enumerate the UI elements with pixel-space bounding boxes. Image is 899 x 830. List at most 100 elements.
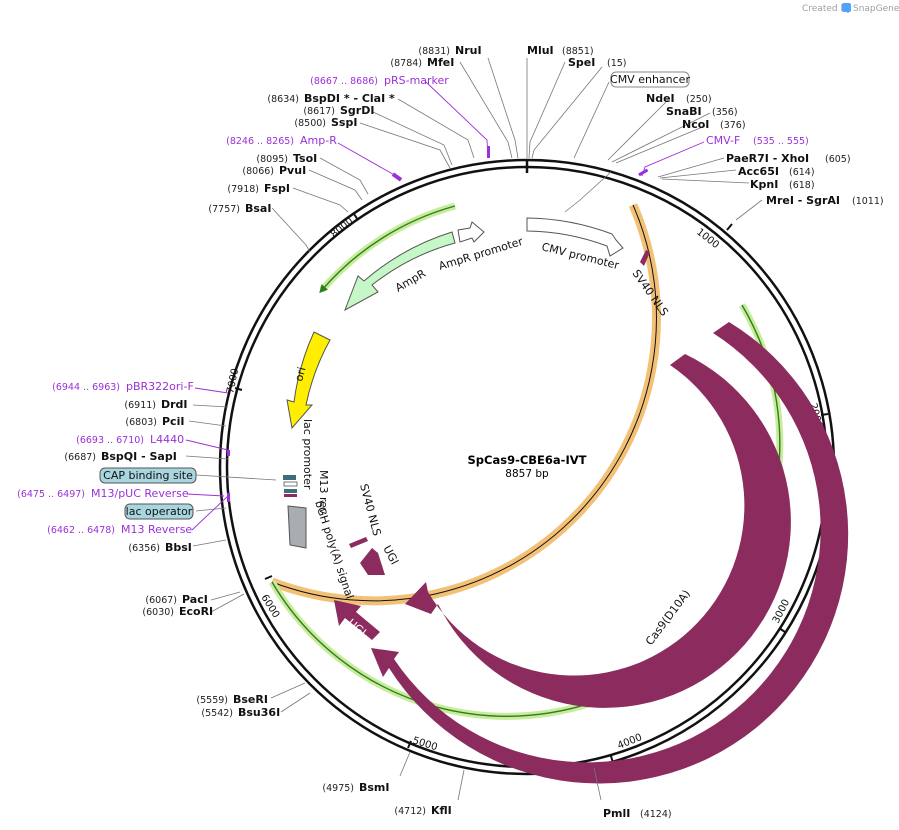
cap-binding-site-label: CAP binding site: [103, 469, 193, 482]
enzyme-tsoi: TsoI: [293, 152, 317, 165]
enzyme-beri-pos: (5559): [196, 695, 228, 706]
enzyme-kfli: KflI: [431, 804, 452, 817]
tick-mark-7000: [234, 387, 243, 391]
enzyme-bbsi-pos: (6356): [128, 543, 160, 554]
primer-m13rev-pos: (6462 .. 6478): [47, 525, 115, 536]
enzyme-pcii: PciI: [162, 415, 184, 428]
tick-5000: 5000: [411, 735, 439, 753]
cap-site-mark[interactable]: [283, 475, 296, 480]
enzyme-ncoi-pos: (376): [720, 120, 746, 131]
boxed-features: CMV enhancer CAP binding site lac operat…: [99, 71, 690, 520]
cmv-promoter-feature[interactable]: CMV promoter: [526, 217, 624, 272]
enzyme-bsu36i-pos: (5542): [201, 708, 233, 719]
enzyme-xhoi-pos: (605): [825, 154, 851, 165]
enzyme-mlui-pos: (8851): [562, 46, 594, 57]
m13-rev-mark[interactable]: [284, 494, 297, 497]
snapgene-credit: Created by SnapGene: [802, 3, 899, 14]
lac-operator-box[interactable]: [124, 503, 194, 520]
enzyme-pcii-pos: (6803): [125, 417, 157, 428]
inner-features: SV40 NLS UGI: [349, 482, 401, 575]
enzyme-bsai: BsaI: [245, 202, 271, 215]
enzyme-sgrai-pos: (1011): [852, 196, 884, 207]
cap-binding-site-box[interactable]: [99, 467, 197, 484]
enzyme-sgrdi-pos: (8617): [303, 106, 335, 117]
enzyme-pvui: PvuI: [279, 164, 306, 177]
tick-mark-8000: [353, 213, 359, 221]
enzyme-drdi: DrdI: [161, 398, 188, 411]
bgh-label: bGH poly(A) signal: [312, 499, 356, 601]
primer-cmv-f-pos: (535 .. 555): [753, 136, 809, 147]
enzyme-pvui-pos: (8066): [242, 166, 274, 177]
enzyme-ndei: NdeI: [646, 92, 675, 105]
lac-operator-label: lac operator: [126, 505, 193, 518]
enzyme-ecori: EcoRI: [179, 605, 213, 618]
enzyme-sgrdi: SgrDI: [340, 104, 374, 117]
tick-8000: 8000: [329, 216, 356, 241]
enzyme-mfei-pos: (8784): [390, 58, 422, 69]
enzyme-bbsi: BbsI: [165, 541, 192, 554]
primer-prs-marker: pRS-marker: [384, 74, 449, 87]
enzyme-pmli: PmlI: [603, 807, 630, 820]
cmv-enhancer-label: CMV enhancer: [610, 73, 690, 86]
enzyme-ncoi: NcoI: [682, 118, 709, 131]
m13-rev-label: M13 rev: [317, 470, 330, 515]
enzyme-paci-pos: (6067): [145, 595, 177, 606]
tick-mark-3000: [778, 627, 786, 633]
enzyme-bsu36i: Bsu36I: [238, 706, 280, 719]
enzyme-ndei-pos: (250): [686, 94, 712, 105]
primer-labels: (8667 .. 8686) pRS-marker (8246 .. 8265)…: [17, 74, 809, 536]
primer-pbr322ori-f: pBR322ori-F: [126, 380, 194, 393]
primer-leaders: [185, 81, 705, 531]
ugi-inner-label: UGI: [380, 543, 401, 567]
ori-feature[interactable]: ori: [286, 331, 331, 430]
plasmid-name: SpCas9-CBE6a-IVT: [468, 453, 587, 467]
orf-outer-line: [271, 204, 657, 602]
enzyme-tsoi-pos: (8095): [256, 154, 288, 165]
primer-l4440: L4440: [150, 433, 184, 446]
enzyme-fspi-pos: (7918): [227, 184, 259, 195]
enzyme-bseri: BseRI: [233, 693, 268, 706]
primer-pbr322-pos: (6944 .. 6963): [52, 382, 120, 393]
orf-ampr-line: [319, 205, 456, 294]
bgh-mark[interactable]: [287, 505, 307, 549]
tick-mark-5000: [407, 740, 412, 749]
enzyme-drdi-pos: (6911): [124, 400, 156, 411]
primer-prs-pos: (8667 .. 8686): [310, 76, 378, 87]
enzyme-spei: SpeI: [568, 56, 595, 69]
enzyme-mfei: MfeI: [427, 56, 454, 69]
enzyme-sspi: SspI: [331, 116, 357, 129]
ampr-label: AmpR: [393, 267, 428, 295]
ugi-outer-feature[interactable]: UGI: [334, 600, 380, 640]
primer-m13-reverse: M13 Reverse: [121, 523, 192, 536]
tick-mark-1000: [726, 223, 733, 231]
cas9-feature[interactable]: Cas9: [405, 354, 791, 708]
enzyme-bsmi: BsmI: [359, 781, 390, 794]
enzyme-nrui-pos: (8831): [418, 46, 450, 57]
enzyme-kpni: KpnI: [750, 178, 778, 191]
ugi-inner-arrow[interactable]: [360, 548, 385, 575]
tick-mark-2000: [820, 413, 829, 416]
enzyme-bspdi-clai: BspDI * - ClaI *: [304, 92, 395, 105]
enzyme-bspqi-sapi: BspQI - SapI: [101, 450, 177, 463]
cmv-enhancer-box[interactable]: [610, 71, 690, 88]
primer-marks: [227, 146, 649, 502]
primer-l4440-pos: (6693 .. 6710): [76, 435, 144, 446]
enzyme-mlui: MluI: [527, 44, 554, 57]
enzyme-acc65i: Acc65I: [738, 165, 779, 178]
sv40-nls-inner-mark[interactable]: [349, 537, 368, 548]
enzyme-labels: (8831) NruI MluI (8851) (8784) MfeI SpeI…: [390, 44, 883, 207]
ori-label: ori: [292, 366, 308, 383]
ampr-promoter-arrow[interactable]: [457, 221, 485, 243]
enzyme-paer7i-xhoi: PaeR7I - XhoI: [726, 152, 809, 165]
tick-mark-6000: [264, 575, 273, 580]
enzyme-sapi-pos: (6687): [64, 452, 96, 463]
enzyme-acc65i-pos: (614): [789, 167, 815, 178]
lac-promoter-mark[interactable]: [283, 481, 298, 487]
lac-region: lac promoter M13 rev bGH poly(A) signal: [283, 419, 356, 601]
ampr-feature[interactable]: AmpR AmpR promoter: [344, 221, 525, 312]
enzyme-kpni-pos: (618): [789, 180, 815, 191]
snapgene-logo-icon: [842, 3, 851, 12]
lac-operator-mark[interactable]: [284, 489, 297, 493]
primer-m13-puc-reverse: M13/pUC Reverse: [91, 487, 189, 500]
